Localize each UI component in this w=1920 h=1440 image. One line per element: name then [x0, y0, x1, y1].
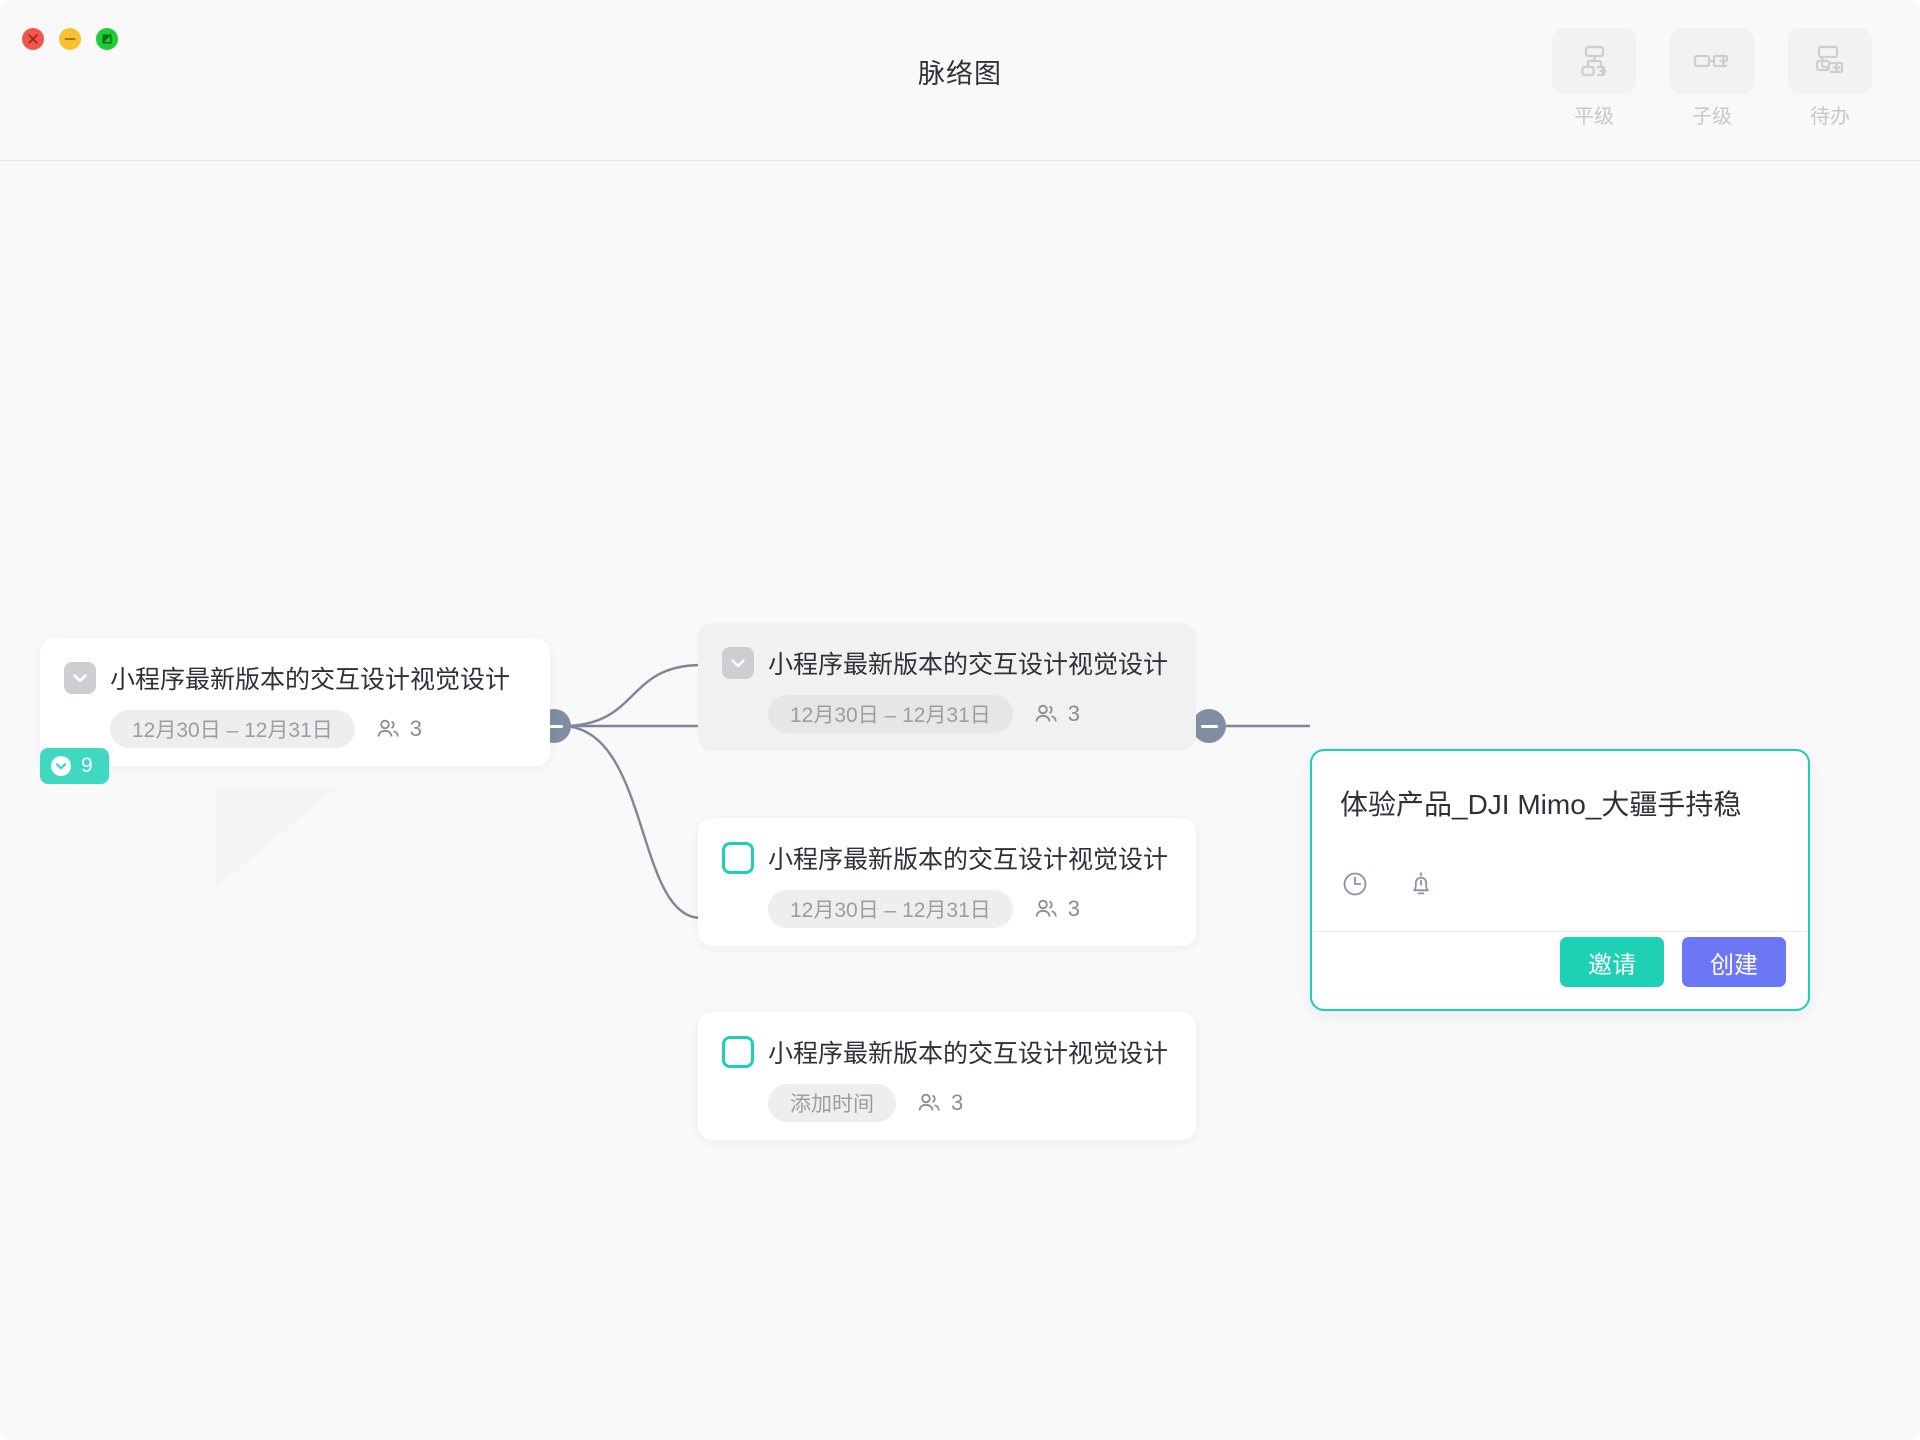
- node-checkbox-checked[interactable]: [64, 662, 96, 694]
- toolbar-label-todo: 待办: [1810, 100, 1850, 129]
- maximize-window-button[interactable]: [96, 28, 118, 50]
- invite-button[interactable]: 邀请: [1560, 937, 1664, 987]
- node-people-count: 3: [951, 1090, 963, 1116]
- active-node-actions: 邀请 创建: [1560, 937, 1786, 987]
- node-date-chip[interactable]: 12月30日 – 12月31日: [110, 710, 355, 748]
- divider: [1312, 931, 1808, 932]
- toolbar: 平级 子级: [1544, 28, 1880, 129]
- minus-icon: [1201, 725, 1218, 728]
- sibling-node-add-icon: [1552, 28, 1636, 94]
- node-people[interactable]: 3: [1033, 896, 1080, 922]
- toolbar-label-sibling: 平级: [1574, 100, 1614, 129]
- node-card-child-1[interactable]: 小程序最新版本的交互设计视觉设计 12月30日 – 12月31日 3: [698, 623, 1196, 751]
- node-title-row: 小程序最新版本的交互设计视觉设计: [722, 1034, 1172, 1070]
- create-button[interactable]: 创建: [1682, 937, 1786, 987]
- node-title-row: 小程序最新版本的交互设计视觉设计: [722, 840, 1172, 876]
- toolbar-button-child[interactable]: 子级: [1662, 28, 1762, 129]
- node-meta-row: 添加时间 3: [768, 1084, 1172, 1122]
- toolbar-button-todo[interactable]: 待办: [1780, 28, 1880, 129]
- chevron-down-circle-icon: [50, 755, 72, 777]
- node-date-chip[interactable]: 12月30日 – 12月31日: [768, 890, 1013, 928]
- node-title: 小程序最新版本的交互设计视觉设计: [768, 1034, 1168, 1070]
- node-meta-row: 12月30日 – 12月31日 3: [768, 695, 1172, 733]
- child-node-add-icon: [1670, 28, 1754, 94]
- node-meta-row: 12月30日 – 12月31日 3: [768, 890, 1172, 928]
- title-bar: 脉络图 平级: [0, 0, 1920, 161]
- node-title-row: 小程序最新版本的交互设计视觉设计: [722, 645, 1172, 681]
- mindmap-canvas[interactable]: 小程序最新版本的交互设计视觉设计 12月30日 – 12月31日 3: [0, 161, 1920, 1440]
- node-card-child-3[interactable]: 小程序最新版本的交互设计视觉设计 添加时间 3: [698, 1012, 1196, 1140]
- node-date-chip[interactable]: 12月30日 – 12月31日: [768, 695, 1013, 733]
- active-node-icon-row: [1340, 869, 1436, 899]
- node-card-active-editor[interactable]: 体验产品_DJI Mimo_大疆手持稳 邀请 创建: [1310, 749, 1810, 1011]
- traffic-lights: [22, 28, 118, 50]
- subtask-count: 9: [81, 754, 93, 778]
- bell-icon[interactable]: [1406, 869, 1436, 899]
- group-icon: [916, 1090, 942, 1116]
- node-title: 小程序最新版本的交互设计视觉设计: [768, 645, 1168, 681]
- close-window-button[interactable]: [22, 28, 44, 50]
- node-meta-row: 12月30日 – 12月31日 3: [110, 710, 526, 748]
- node-checkbox-checked[interactable]: [722, 647, 754, 679]
- node-people-count: 3: [410, 716, 422, 742]
- node-people[interactable]: 3: [1033, 701, 1080, 727]
- collapse-toggle-branch[interactable]: [1192, 709, 1226, 743]
- toolbar-label-child: 子级: [1692, 100, 1732, 129]
- node-people-count: 3: [1068, 896, 1080, 922]
- node-people[interactable]: 3: [375, 716, 422, 742]
- node-card-root[interactable]: 小程序最新版本的交互设计视觉设计 12月30日 – 12月31日 3: [40, 638, 550, 766]
- node-people-count: 3: [1068, 701, 1080, 727]
- todo-node-add-icon: [1788, 28, 1872, 94]
- toolbar-button-sibling[interactable]: 平级: [1544, 28, 1644, 129]
- group-icon: [1033, 701, 1059, 727]
- minimize-window-button[interactable]: [59, 28, 81, 50]
- node-card-child-2[interactable]: 小程序最新版本的交互设计视觉设计 12月30日 – 12月31日 3: [698, 818, 1196, 946]
- subtask-count-badge[interactable]: 9: [40, 748, 109, 784]
- node-checkbox-unchecked[interactable]: [722, 1036, 754, 1068]
- node-title: 小程序最新版本的交互设计视觉设计: [768, 840, 1168, 876]
- node-people[interactable]: 3: [916, 1090, 963, 1116]
- node-title-row: 小程序最新版本的交互设计视觉设计: [64, 660, 526, 696]
- node-checkbox-unchecked[interactable]: [722, 842, 754, 874]
- group-icon: [1033, 896, 1059, 922]
- clock-icon[interactable]: [1340, 869, 1370, 899]
- node-title: 小程序最新版本的交互设计视觉设计: [110, 660, 510, 696]
- node-add-time-chip[interactable]: 添加时间: [768, 1084, 896, 1122]
- group-icon: [375, 716, 401, 742]
- active-node-title-input[interactable]: 体验产品_DJI Mimo_大疆手持稳: [1340, 783, 1741, 823]
